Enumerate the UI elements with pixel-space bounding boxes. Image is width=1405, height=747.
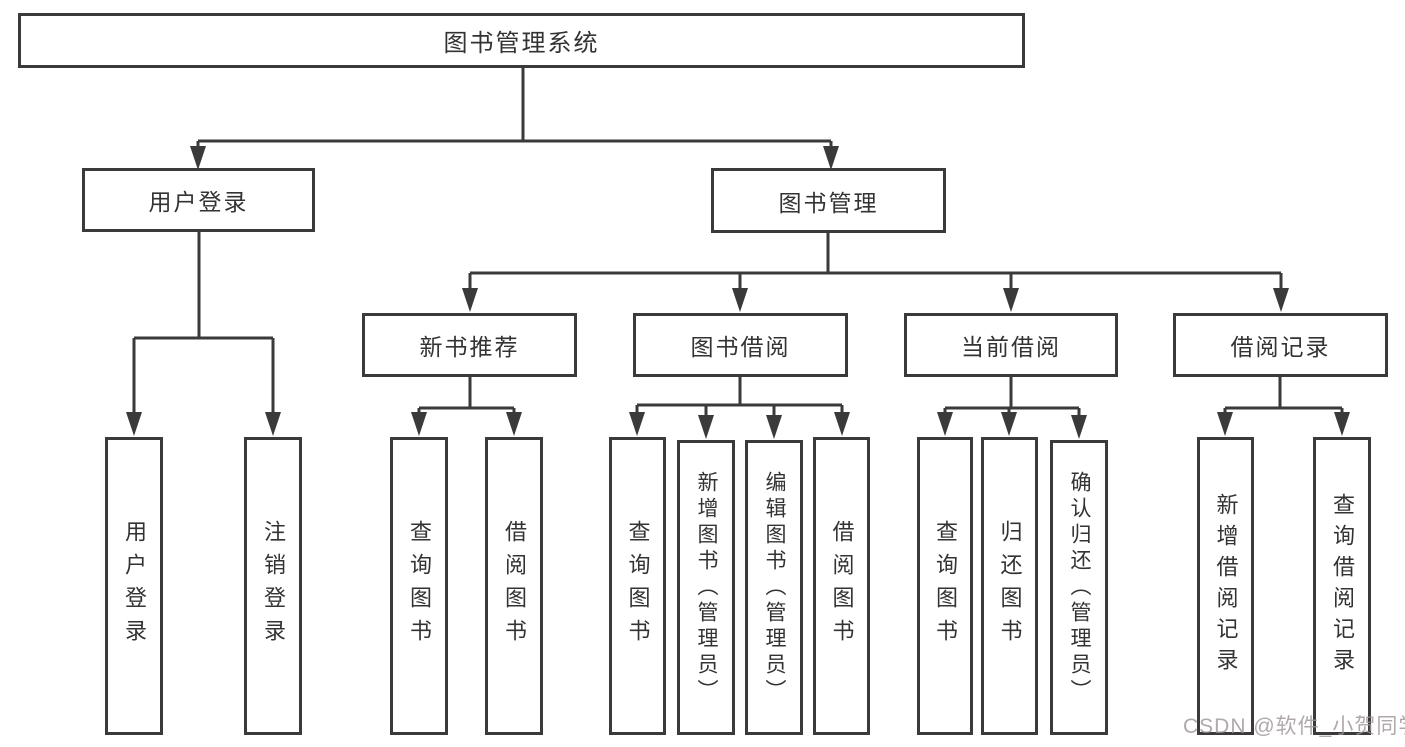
leaf-borrow-query-book-label: 查询图书	[625, 520, 651, 652]
node-user-login-group-label: 用户登录	[148, 189, 249, 215]
leaf-borrow-borrow-book-label: 借阅图书	[829, 520, 855, 652]
leaf-borrow-query-book: 查询图书	[609, 437, 666, 735]
node-new-book-recommend-label: 新书推荐	[419, 334, 520, 360]
leaf-edit-book-admin: 编辑图书（管理员）	[745, 440, 803, 735]
node-borrow-record-label: 借阅记录	[1230, 334, 1331, 360]
node-user-login-group: 用户登录	[82, 168, 315, 232]
node-current-borrow: 当前借阅	[904, 313, 1118, 377]
node-borrow-record: 借阅记录	[1173, 313, 1388, 377]
leaf-return-book: 归还图书	[981, 437, 1038, 735]
leaf-return-book-label: 归还图书	[997, 520, 1023, 652]
node-root: 图书管理系统	[18, 13, 1025, 68]
arrowhead-icons	[126, 146, 1350, 439]
leaf-add-book-admin: 新增图书（管理员）	[677, 440, 735, 735]
leaf-query-borrow-record-label: 查询借阅记录	[1330, 493, 1355, 679]
leaf-query-borrow-record: 查询借阅记录	[1313, 437, 1371, 735]
leaf-add-borrow-record: 新增借阅记录	[1197, 437, 1254, 735]
node-current-borrow-label: 当前借阅	[961, 334, 1061, 360]
node-new-book-recommend: 新书推荐	[362, 313, 577, 377]
leaf-current-query-book: 查询图书	[917, 437, 973, 735]
node-book-borrow-label: 图书借阅	[690, 334, 791, 360]
leaf-recommend-borrow-book-label: 借阅图书	[502, 520, 527, 652]
node-book-management-label: 图书管理	[778, 189, 879, 216]
leaf-borrow-borrow-book: 借阅图书	[813, 437, 870, 735]
leaf-logout: 注销登录	[244, 437, 302, 735]
leaf-current-query-book-label: 查询图书	[933, 520, 958, 652]
leaf-recommend-borrow-book: 借阅图书	[485, 437, 543, 735]
node-book-borrow: 图书借阅	[633, 313, 848, 377]
leaf-logout-label: 注销登录	[261, 520, 286, 652]
node-book-management: 图书管理	[711, 168, 946, 233]
node-root-label: 图书管理系统	[443, 30, 600, 57]
leaf-add-borrow-record-label: 新增借阅记录	[1213, 493, 1239, 679]
leaf-confirm-return-admin: 确认归还（管理员）	[1050, 440, 1108, 735]
csdn-watermark: CSDN @软件_小贺同学	[1183, 715, 1405, 738]
leaf-user-login: 用户登录	[105, 437, 163, 735]
leaf-confirm-return-admin-label: 确认归还（管理员）	[1068, 470, 1091, 705]
leaf-user-login-label: 用户登录	[122, 520, 147, 652]
leaf-edit-book-admin-label: 编辑图书（管理员）	[763, 470, 786, 705]
leaf-recommend-query-book: 查询图书	[390, 437, 448, 735]
leaf-recommend-query-book-label: 查询图书	[407, 520, 432, 652]
leaf-add-book-admin-label: 新增图书（管理员）	[695, 470, 718, 705]
